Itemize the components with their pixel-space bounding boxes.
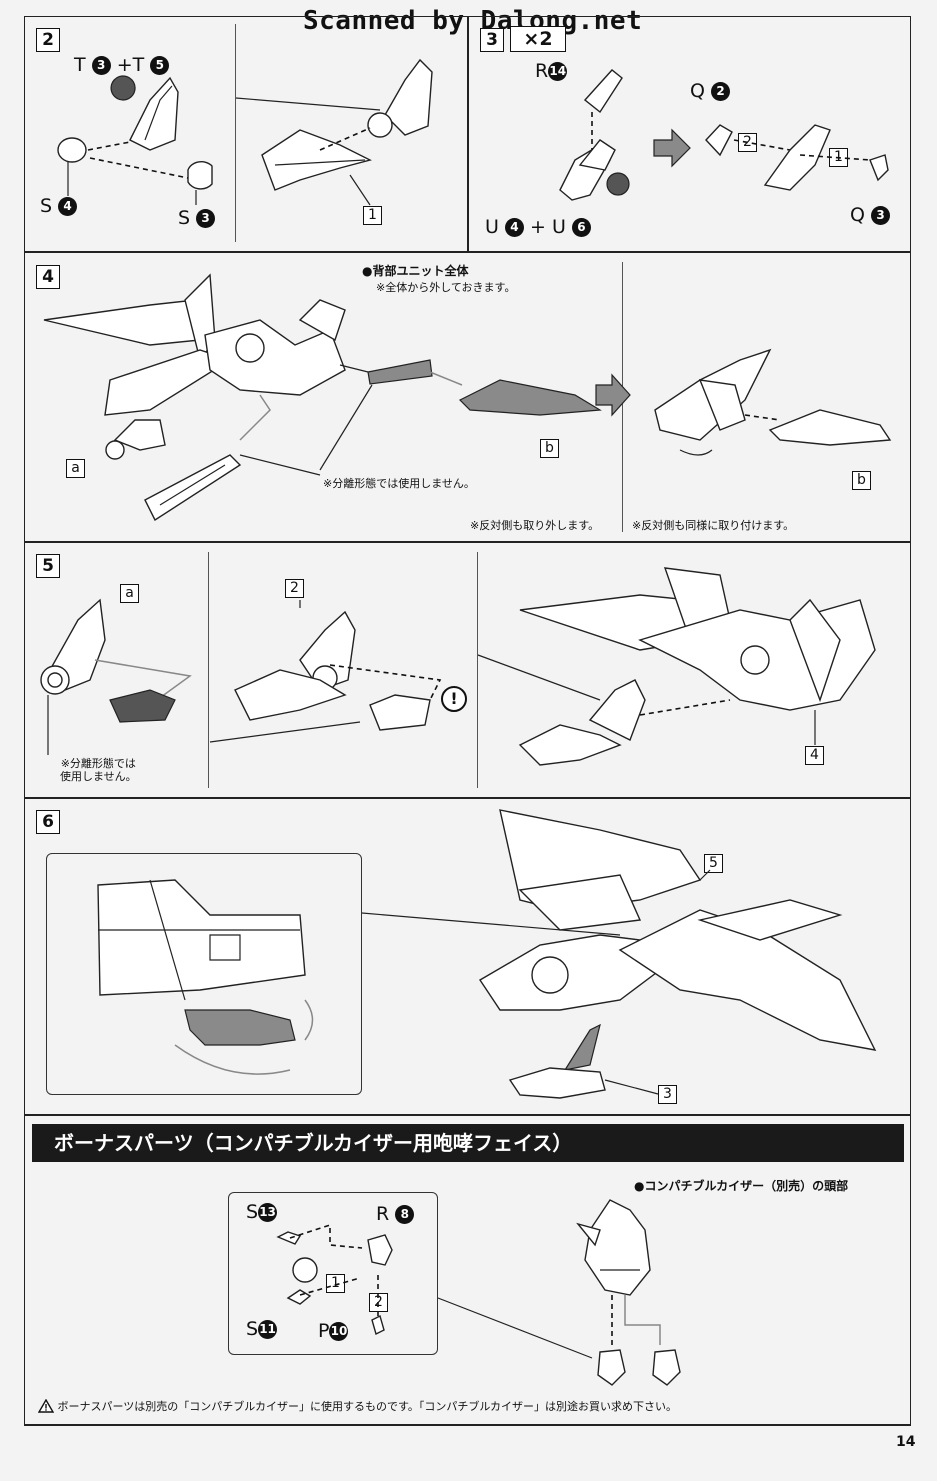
- unused-note: ※分離形態では 使用しません。: [60, 757, 137, 783]
- page-number: 14: [896, 1434, 916, 1450]
- step-4-panel: [24, 252, 911, 542]
- watermark: Scanned by Dalong.net: [303, 6, 643, 36]
- unused-note: ※分離形態では使用しません。: [323, 477, 475, 490]
- ref-tag-b: b: [540, 439, 559, 458]
- part-label-q3: Q 3: [850, 204, 891, 226]
- step2-art: [57, 58, 433, 206]
- divider: [208, 552, 209, 788]
- parts-callout: [228, 1192, 438, 1355]
- caution-icon: !: [441, 686, 467, 712]
- ref-tag-b: b: [852, 471, 871, 490]
- ref-tag: 5: [704, 854, 723, 873]
- part-label-r14: R14: [535, 60, 568, 82]
- ref-tag-a: a: [120, 584, 139, 603]
- opposite-side-remove-note: ※反対側も取り外します。: [470, 519, 600, 532]
- step5-art: [40, 567, 876, 766]
- part-label-p10: P10: [318, 1320, 349, 1342]
- ref-tag: 4: [805, 746, 824, 765]
- part-label-s13: S13: [246, 1201, 278, 1223]
- step4-art: [43, 273, 892, 522]
- step-number: 2: [36, 28, 60, 52]
- step3-art: [559, 69, 889, 201]
- opposite-side-attach-note: ※反対側も同様に取り付けます。: [632, 519, 795, 532]
- detail-callout: [46, 853, 362, 1095]
- part-label-q2: Q 2: [690, 80, 731, 102]
- head-note: ●コンパチブルカイザー（別売）の頭部: [634, 1179, 849, 1193]
- part-label-s3: S 3: [178, 207, 216, 229]
- ref-tag: 1: [363, 206, 382, 225]
- warning-line: ボーナスパーツは別売の「コンパチブルカイザー」に使用するものです。「コンパチブル…: [37, 1398, 678, 1416]
- ref-tag: 3: [658, 1085, 677, 1104]
- step-number: 6: [36, 810, 60, 834]
- step-number: 4: [36, 265, 60, 289]
- bonus-art: [276, 1199, 681, 1386]
- step-6-panel: [24, 798, 911, 1115]
- step-number: 3: [480, 28, 504, 52]
- part-label-r8: R 8: [376, 1203, 415, 1225]
- divider: [467, 16, 469, 252]
- bonus-panel: [24, 1115, 911, 1425]
- ref-tag: 1: [326, 1274, 345, 1293]
- warning-triangle-icon: [37, 1398, 55, 1416]
- part-label-t3-t5: T 3 +T 5: [74, 54, 170, 76]
- part-label-s11: S11: [246, 1318, 278, 1340]
- ref-tag-a: a: [66, 459, 85, 478]
- divider: [477, 552, 478, 788]
- multiplier-badge: ×2: [510, 26, 566, 52]
- step-5-panel: [24, 542, 911, 798]
- part-label-u4-u6: U 4 + U 6: [485, 216, 591, 238]
- remove-note: ※全体から外しておきます。: [376, 281, 516, 294]
- bottom-rule: [24, 1425, 911, 1426]
- ref-tag: 2: [285, 579, 304, 598]
- divider: [235, 24, 236, 242]
- step-number: 5: [36, 554, 60, 578]
- bonus-title: ボーナスパーツ（コンパチブルカイザー用咆哮フェイス）: [32, 1124, 904, 1162]
- step6-art: [97, 809, 877, 1099]
- part-label-s4: S 4: [40, 195, 78, 217]
- back-unit-heading: ●背部ユニット全体: [362, 264, 469, 278]
- warning-text: ボーナスパーツは別売の「コンパチブルカイザー」に使用するものです。「コンパチブル…: [57, 1400, 678, 1413]
